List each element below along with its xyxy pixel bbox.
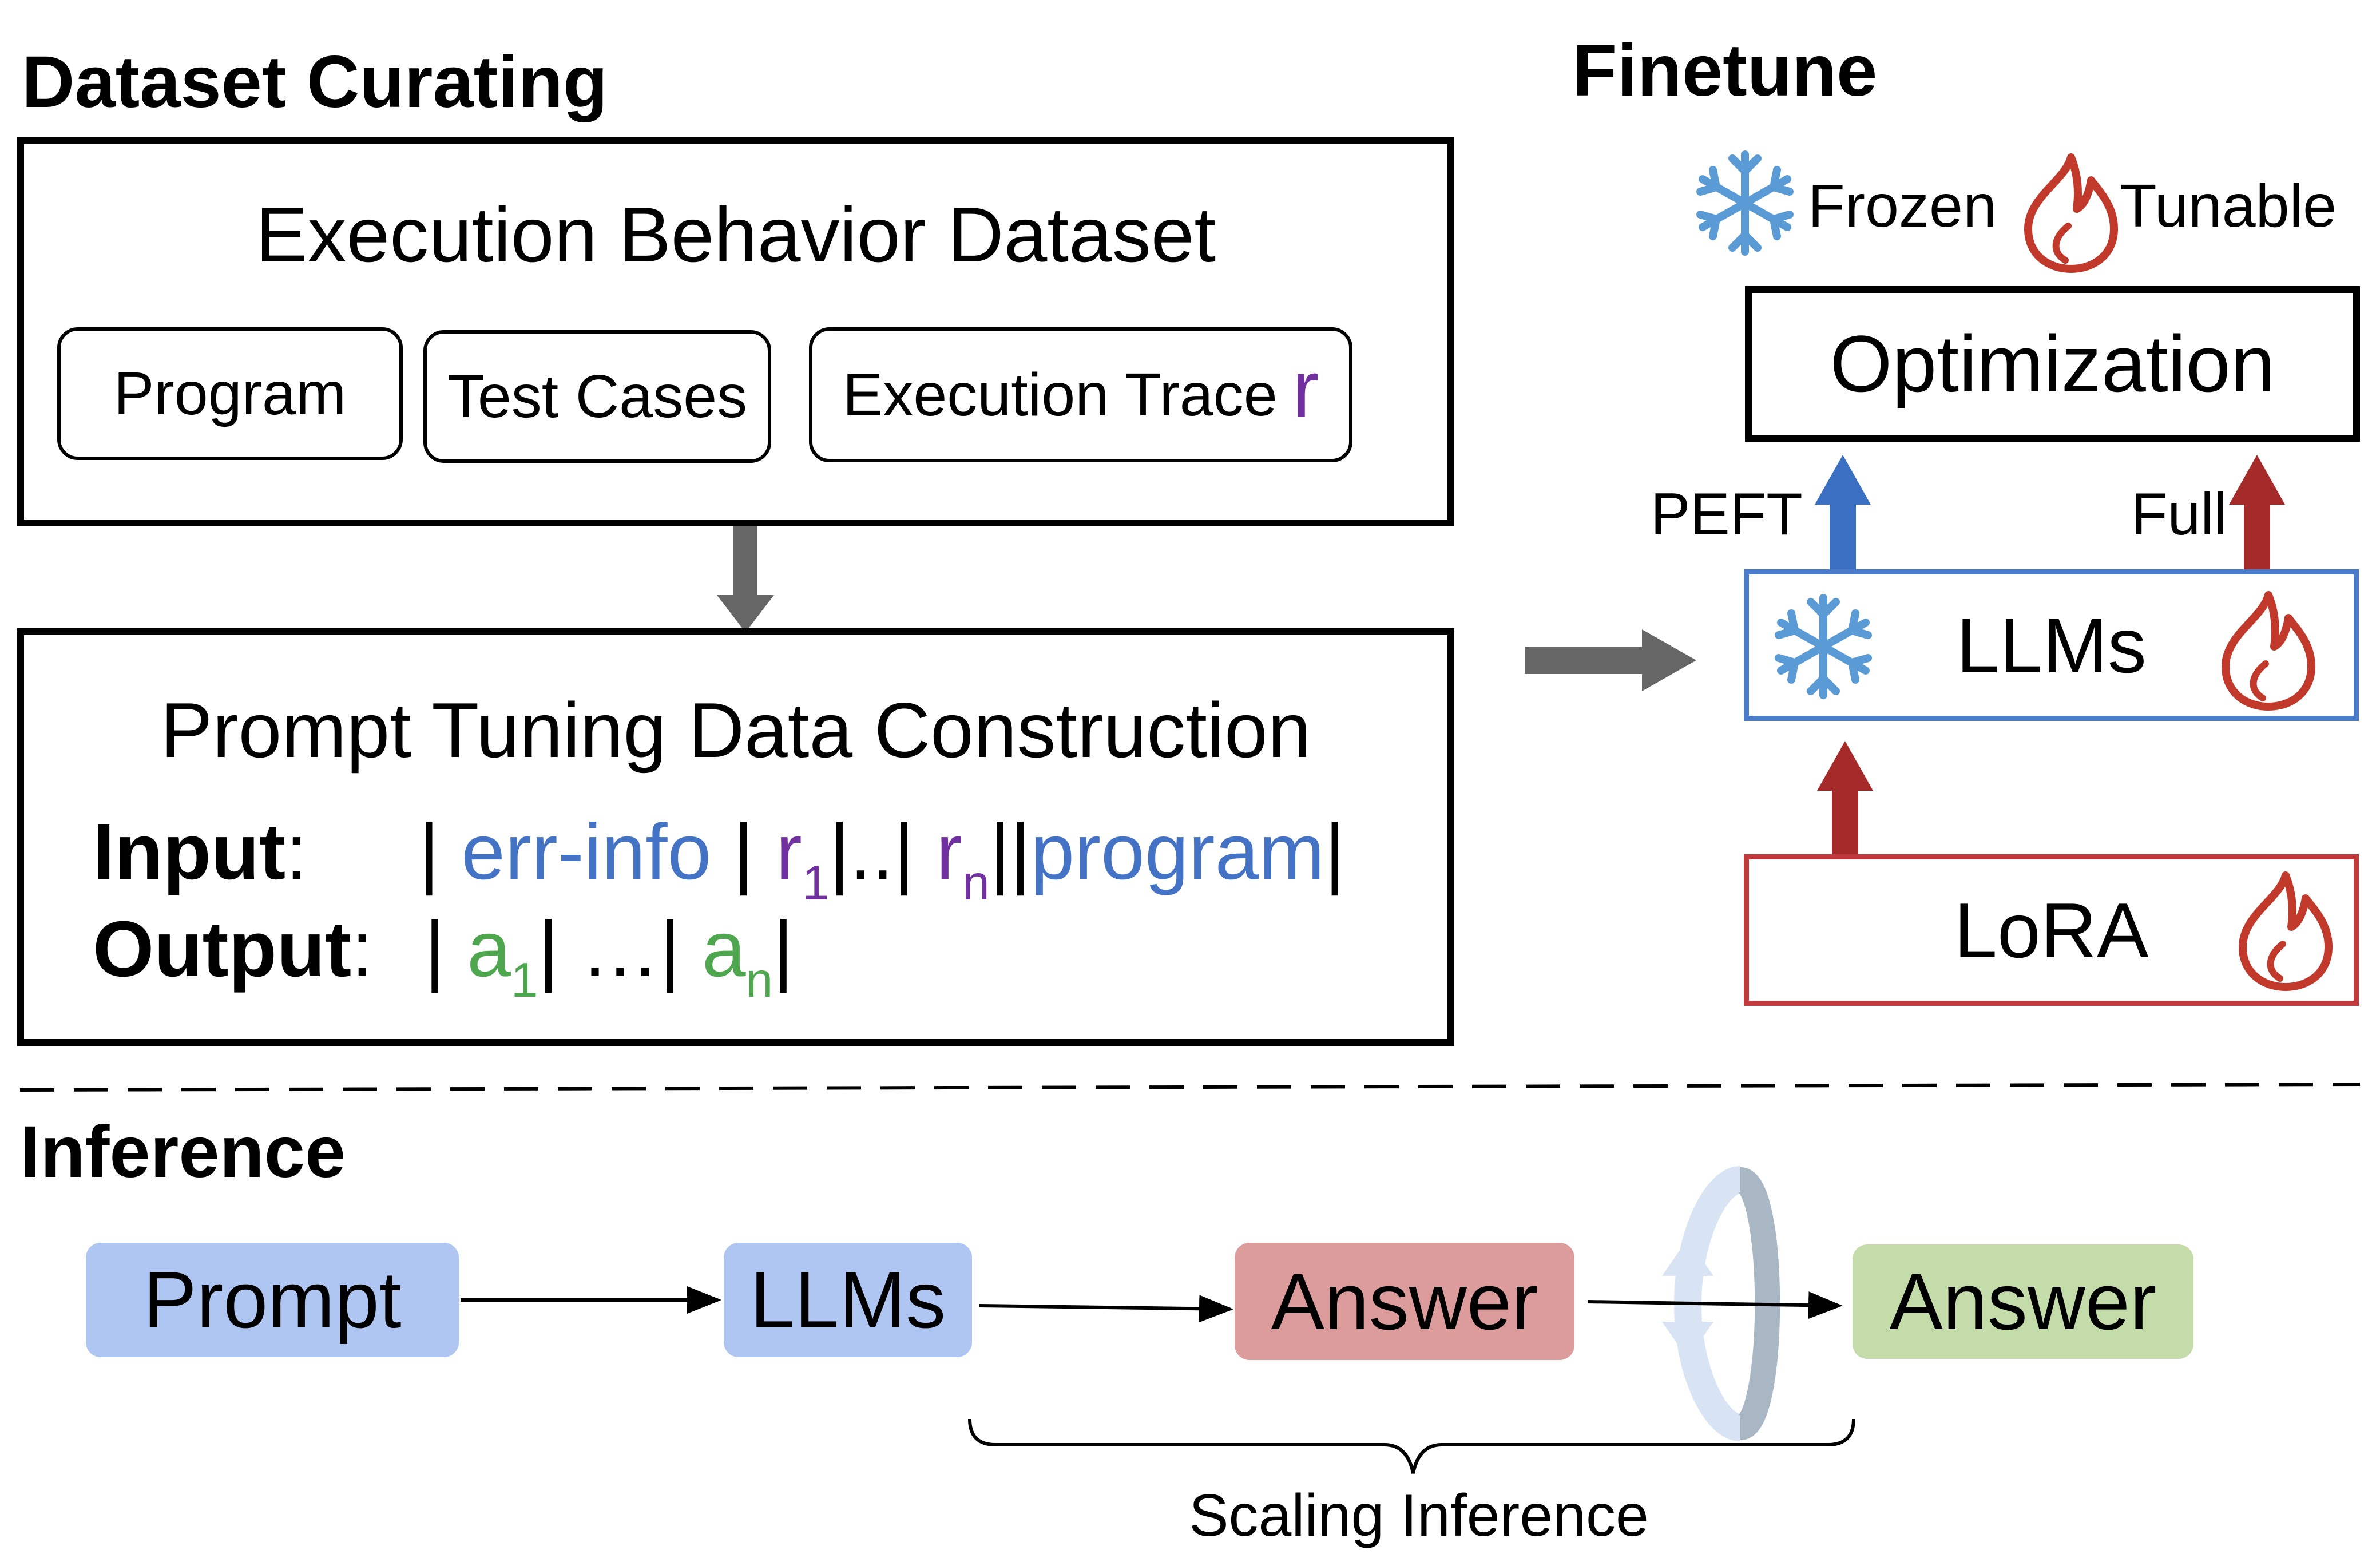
lora-arrow-icon	[1817, 741, 1873, 855]
peft-arrow-icon	[1815, 455, 1871, 571]
scaling-brace	[968, 1418, 1855, 1474]
answer-to-answer-arrow	[1587, 1291, 1843, 1319]
peft-label: PEFT	[1651, 481, 1803, 548]
test-cases-item: Test Cases	[423, 330, 771, 463]
inference-title: Inference	[20, 1111, 346, 1193]
llms-finetune-label: LLMs	[1956, 601, 2147, 689]
right-arrow-icon	[1525, 629, 1696, 691]
execution-behavior-dataset-box: Execution Behavior Dataset Program Test …	[17, 137, 1454, 526]
input-bar-end: |	[1324, 808, 1346, 896]
flame-icon	[2028, 157, 2114, 269]
output-row: Output:	[93, 904, 373, 995]
prompt-tuning-title: Prompt Tuning Data Construction	[160, 687, 1311, 774]
input-double-bar: ||	[989, 808, 1031, 896]
execution-behavior-dataset-title: Execution Behavior Dataset	[255, 191, 1216, 278]
lora-box: LoRA	[1744, 854, 2359, 1006]
output-sequence: | a1| …| an|	[425, 904, 794, 1008]
lora-label: LoRA	[1954, 886, 2149, 974]
rn-token: rn	[936, 808, 990, 910]
llms-finetune-box: LLMs	[1744, 569, 2359, 721]
prompt-node: Prompt	[86, 1243, 459, 1357]
full-label: Full	[2131, 481, 2227, 548]
answer-final-label: Answer	[1889, 1256, 2157, 1346]
execution-trace-label: Execution Trace	[842, 360, 1278, 429]
tunable-legend: Tunable	[2120, 172, 2337, 240]
answer-node-initial: Answer	[1235, 1243, 1574, 1360]
answer-node-final: Answer	[1853, 1244, 2193, 1359]
r1-token: r1	[775, 808, 830, 910]
program-token: program	[1030, 808, 1325, 896]
err-info-token: err-info	[461, 808, 712, 896]
input-colon: :	[285, 808, 308, 896]
full-arrow-icon	[2229, 455, 2285, 571]
snowflake-icon	[1700, 154, 1790, 252]
llms-node-label: LLMs	[749, 1255, 946, 1345]
prompt-node-label: Prompt	[143, 1255, 402, 1345]
llms-node: LLMs	[724, 1243, 972, 1357]
output-label: Output	[93, 905, 352, 993]
execution-trace-item: Execution Trace r	[809, 327, 1352, 462]
test-cases-label: Test Cases	[447, 362, 748, 430]
scaling-inference-label: Scaling Inference	[1189, 1482, 1649, 1549]
trace-symbol: r	[1292, 344, 1319, 434]
answer-initial-label: Answer	[1271, 1256, 1538, 1346]
input-row: Input:	[93, 807, 308, 898]
output-ellipsis: | …|	[538, 905, 680, 993]
optimization-label: Optimization	[1830, 319, 2275, 409]
optimization-box: Optimization	[1745, 286, 2360, 442]
prompt-tuning-box: Prompt Tuning Data Construction Input: |…	[17, 628, 1454, 1046]
program-item: Program	[57, 327, 403, 460]
a1-token: a1	[467, 905, 538, 1008]
section-divider	[19, 1083, 2361, 1092]
input-sequence: | err-info | r1|..| rn||program|	[419, 807, 1346, 910]
dataset-curating-title: Dataset Curating	[22, 41, 608, 123]
llms-to-answer-arrow	[979, 1295, 1233, 1323]
output-bar-end: |	[773, 905, 794, 993]
input-ellipsis: |..|	[829, 808, 914, 896]
frozen-legend: Frozen	[1808, 172, 1997, 240]
program-label: Program	[113, 359, 347, 427]
down-arrow-icon	[717, 524, 774, 632]
finetune-title: Finetune	[1572, 30, 1878, 112]
input-label: Input	[93, 808, 286, 896]
input-bar-1: |	[419, 808, 439, 896]
an-token: an	[701, 905, 774, 1008]
output-colon: :	[351, 905, 374, 993]
input-bar-2: |	[733, 808, 754, 896]
output-bar-1: |	[425, 905, 445, 993]
